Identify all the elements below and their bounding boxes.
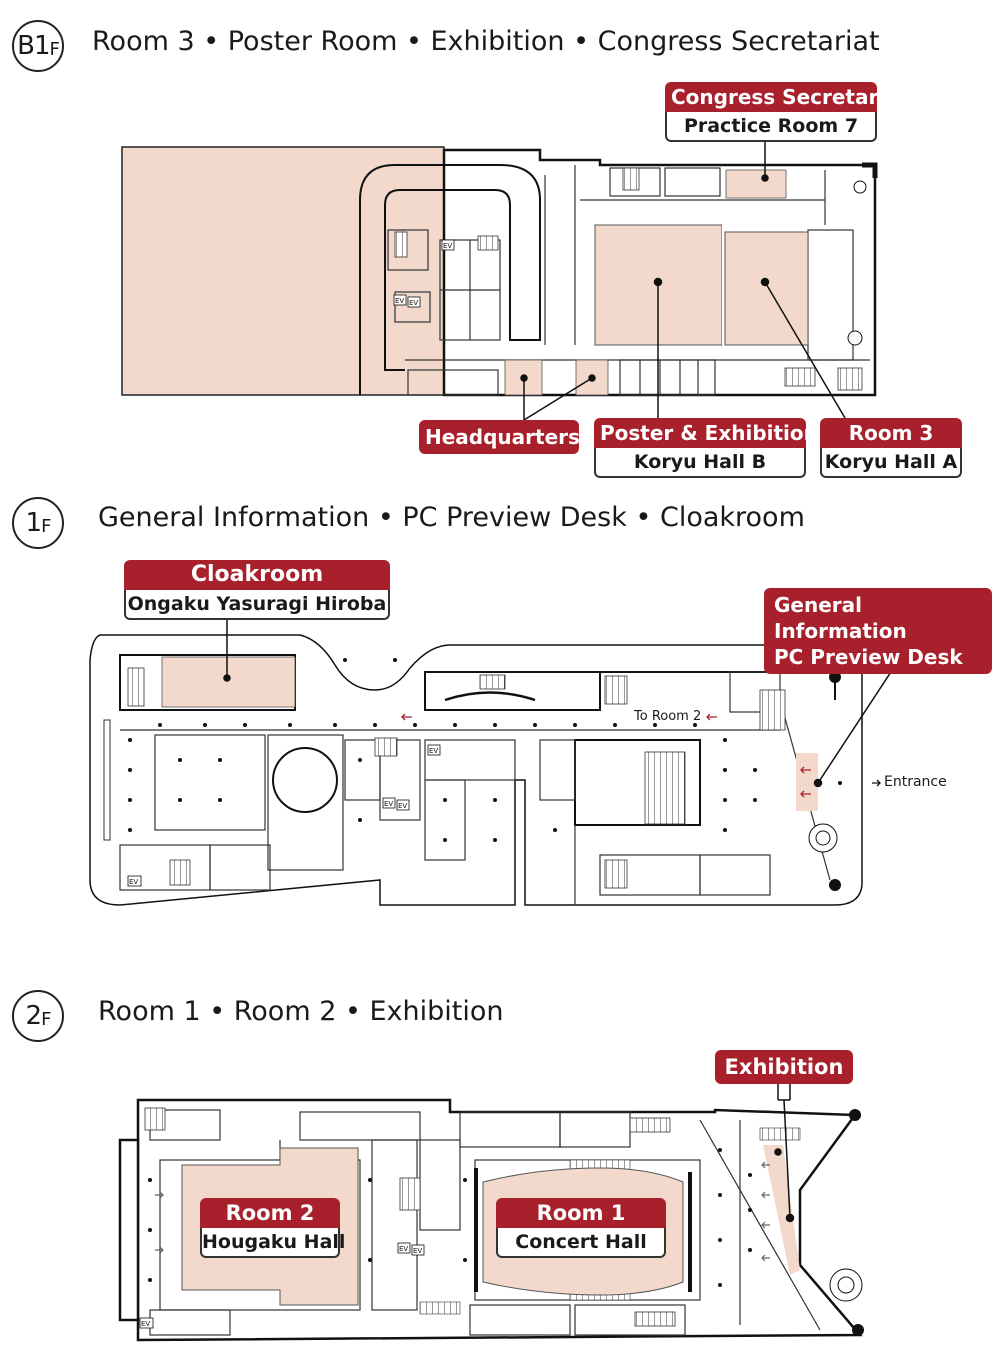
label-head: Exhibition — [715, 1050, 853, 1084]
elevator-icon: EV — [384, 800, 393, 808]
elevator-icon: EV — [429, 747, 438, 755]
floor-title-2f: Room 1 • Room 2 • Exhibition — [98, 996, 504, 1027]
elevator-icon: EV — [141, 1320, 150, 1328]
info-line-2: PC Preview Desk — [774, 645, 963, 669]
label-sub: Hougaku Hall — [200, 1228, 345, 1258]
label-head: Room 3 — [820, 418, 962, 448]
label-head: Headquarters — [419, 420, 580, 454]
elevator-icon: EV — [443, 242, 452, 250]
label-sub: Koryu Hall A — [820, 448, 962, 478]
badge-main: B1 — [17, 31, 50, 61]
floor-title-b1f: Room 3 • Poster Room • Exhibition • Cong… — [92, 26, 880, 57]
label-head: Poster & Exhibition — [594, 418, 818, 448]
label-room-1: Room 1 Concert Hall — [496, 1198, 666, 1258]
label-sub: Ongaku Yasuragi Hiroba — [124, 590, 390, 620]
to-room-2-sign: To Room 2 — [634, 709, 702, 724]
cloakroom-area — [161, 656, 296, 708]
exhibition-area — [763, 1145, 800, 1275]
label-head: Room 2 — [200, 1198, 340, 1228]
info-line-1: General Information — [774, 593, 907, 643]
label-general-information: General Information PC Preview Desk — [764, 588, 992, 674]
label-exhibition: Exhibition — [715, 1050, 853, 1084]
label-room-3: Room 3 Koryu Hall A — [820, 418, 962, 478]
label-cloakroom: Cloakroom Ongaku Yasuragi Hiroba — [124, 560, 390, 620]
practice-room-7-area — [725, 169, 787, 199]
label-head: General Information PC Preview Desk — [764, 588, 992, 674]
elevator-icon: EV — [399, 1245, 408, 1253]
plan-1f: EV EV EV EV EV — [89, 618, 909, 906]
badge-suffix: F — [41, 515, 51, 537]
label-head: Room 1 — [496, 1198, 666, 1228]
label-sub: Concert Hall — [496, 1228, 666, 1258]
elevator-icon: EV — [129, 878, 138, 886]
label-headquarters: Headquarters — [419, 420, 580, 454]
label-poster-exhibition: Poster & Exhibition Koryu Hall B — [594, 418, 818, 478]
koryu-hall-a-area — [724, 231, 809, 346]
info-desk-area — [796, 753, 818, 811]
badge-suffix: F — [41, 1008, 51, 1030]
b1f-ramp — [359, 164, 541, 395]
badge-suffix: F — [49, 38, 60, 60]
label-room-2: Room 2 Hougaku Hall — [200, 1198, 345, 1258]
label-sub: Practice Room 7 — [665, 112, 877, 142]
entrance-label: Entrance — [884, 774, 947, 790]
label-congress-secretariat: Congress Secretariat Practice Room 7 — [665, 82, 908, 142]
floor-title-1f: General Information • PC Preview Desk • … — [98, 502, 805, 533]
label-sub: Koryu Hall B — [594, 448, 806, 478]
label-head: Cloakroom — [124, 560, 390, 590]
badge-main: 1 — [25, 508, 43, 538]
label-head: Congress Secretariat — [665, 82, 908, 112]
plan-b1f: EV EV EV — [121, 140, 878, 421]
elevator-icon: EV — [409, 299, 418, 307]
elevator-icon: EV — [413, 1247, 422, 1255]
elevator-icon: EV — [395, 297, 404, 305]
b1f-open-area — [121, 146, 445, 396]
elevator-icon: EV — [398, 802, 407, 810]
badge-main: 2 — [25, 1001, 43, 1031]
